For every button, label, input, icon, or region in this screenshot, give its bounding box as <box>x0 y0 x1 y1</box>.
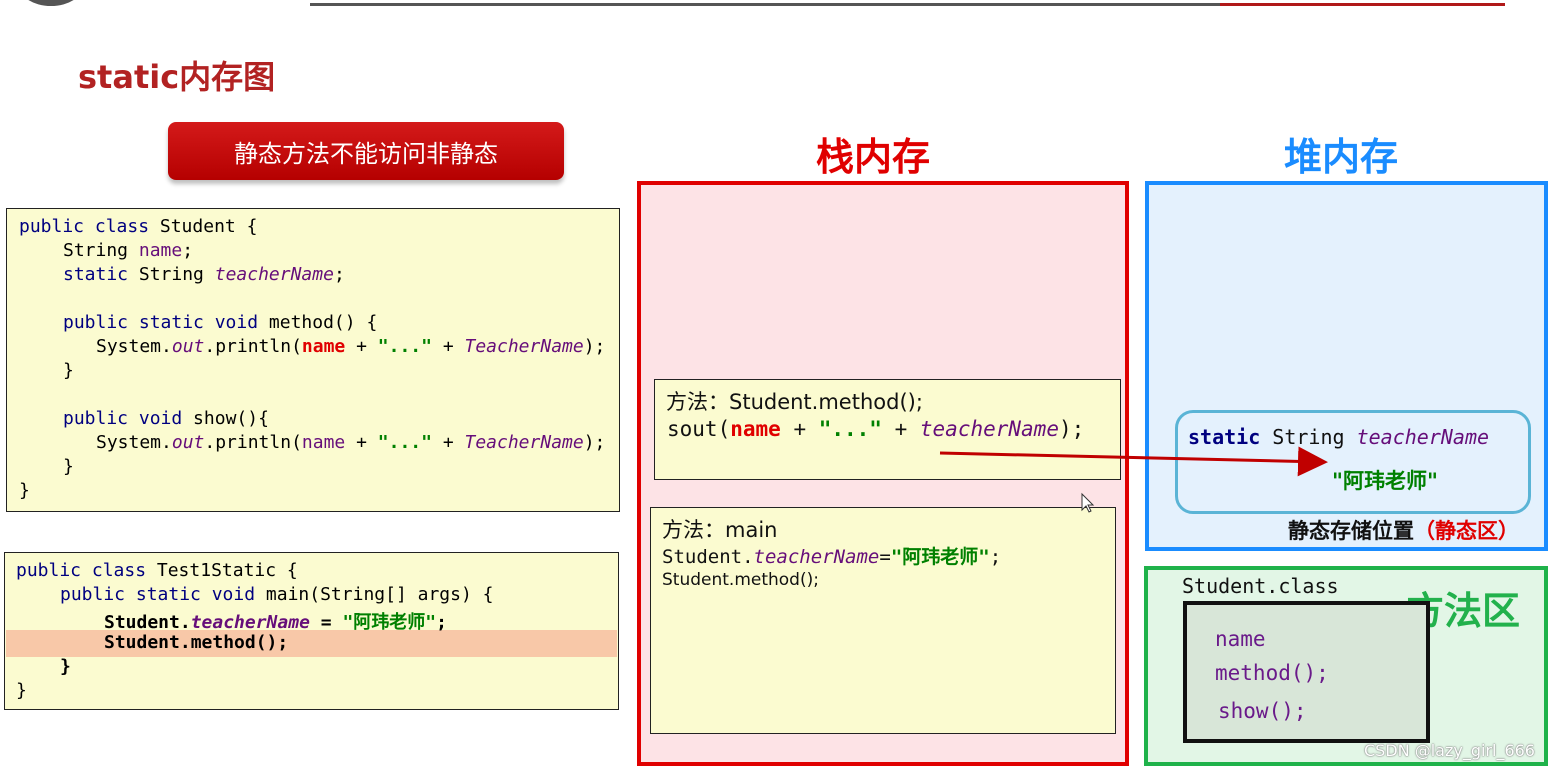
mouse-cursor-icon <box>1081 492 1095 513</box>
code-line: public class Student { <box>19 216 258 237</box>
class-box: name method(); show(); <box>1183 601 1430 743</box>
code-line: public static void method() { <box>63 312 378 333</box>
reference-arrow <box>939 446 1328 477</box>
student-class-code: public class Student { String name; stat… <box>6 208 620 512</box>
class-member: method(); <box>1215 661 1329 685</box>
class-file-label: Student.class <box>1182 574 1339 598</box>
code-line: } <box>60 656 71 677</box>
logo <box>18 0 84 6</box>
static-area-label: 静态存储位置（静态区） <box>1288 519 1519 543</box>
page-title: static内存图 <box>78 58 276 96</box>
code-line: } <box>16 680 27 701</box>
static-field-value: "阿玮老师" <box>1332 469 1438 493</box>
header-divider-accent <box>1220 3 1505 6</box>
code-line: public static void main(String[] args) { <box>60 584 494 605</box>
code-line: System.out.println(name + "..." + Teache… <box>96 336 606 357</box>
static-field-declaration: static String teacherName <box>1188 425 1490 449</box>
watermark: CSDN @lazy_girl_666 <box>1364 741 1535 760</box>
stack-frame-main: 方法：main Student.teacherName="阿玮老师"; Stud… <box>650 507 1116 734</box>
static-area-box: static String teacherName "阿玮老师" <box>1175 410 1531 514</box>
code-line: Student.teacherName = "阿玮老师"; <box>104 612 447 633</box>
code-line: public void show(){ <box>63 408 269 429</box>
code-line: static String teacherName; <box>63 264 345 285</box>
frame-code: sout(name + "..." + teacherName); <box>667 417 1085 441</box>
frame-label: 方法：Student.method(); <box>666 390 923 414</box>
code-line: } <box>63 456 74 477</box>
class-member: show(); <box>1218 699 1307 723</box>
code-line: String name; <box>63 240 194 261</box>
stack-title: 栈内存 <box>816 135 931 179</box>
test-class-code-text: public class Test1Static { public static… <box>4 552 619 710</box>
frame-code: Student.teacherName="阿玮老师"; <box>662 546 1002 568</box>
heap-title: 堆内存 <box>1284 135 1399 179</box>
code-line: } <box>19 480 30 501</box>
code-line: public class Test1Static { <box>16 560 298 581</box>
class-member: name <box>1215 627 1266 651</box>
code-line-current: Student.method(); <box>104 632 289 653</box>
code-line: System.out.println(name + "..." + Teache… <box>96 432 606 453</box>
frame-code: Student.method(); <box>662 570 819 590</box>
stack-frame-method: 方法：Student.method(); sout(name + "..." +… <box>654 379 1121 480</box>
frame-label: 方法：main <box>662 518 778 542</box>
header-divider <box>310 3 1220 6</box>
code-line: } <box>63 360 74 381</box>
current-line-highlight <box>6 630 617 657</box>
rule-banner: 静态方法不能访问非静态 <box>168 122 564 180</box>
